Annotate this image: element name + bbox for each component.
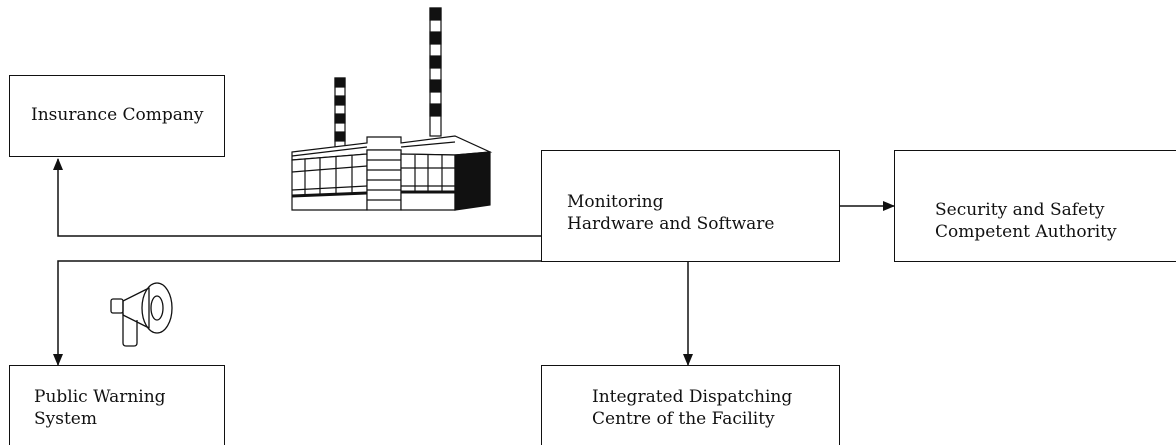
dispatching-centre-box: Integrated Dispatching Centre of the Fac… (541, 365, 840, 445)
dispatching-label-line-1: Integrated Dispatching (592, 387, 793, 407)
monitoring-label-line-2: Hardware and Software (567, 214, 775, 234)
monitoring-label-line-1: Monitoring (567, 192, 664, 212)
public-warning-box: Public Warning System (9, 365, 225, 445)
arrow-to-insurance (53, 158, 541, 237)
dispatching-label-line-2: Centre of the Facility (592, 409, 775, 429)
security-label-line-1: Security and Safety (935, 200, 1105, 220)
insurance-company-label: Insurance Company (31, 105, 204, 125)
insurance-company-box: Insurance Company (9, 75, 225, 157)
security-authority-box: Security and Safety Competent Authority (894, 150, 1176, 262)
monitoring-box: Monitoring Hardware and Software (541, 150, 840, 262)
arrow-to-warning (53, 260, 541, 366)
warning-label-line-2: System (34, 409, 97, 429)
security-label-line-2: Competent Authority (935, 222, 1117, 242)
warning-label-line-1: Public Warning (34, 387, 166, 407)
